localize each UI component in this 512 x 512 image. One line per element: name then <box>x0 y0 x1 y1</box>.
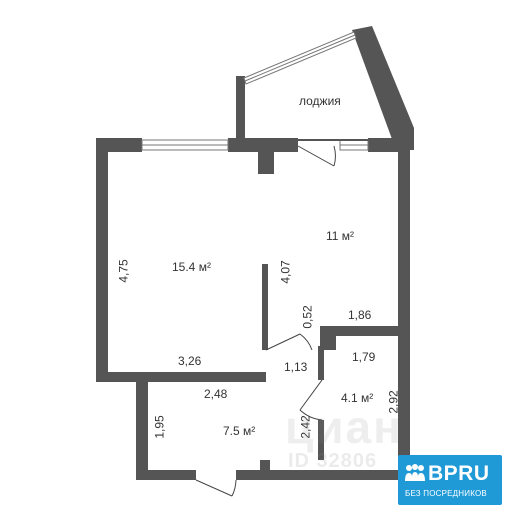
bathroom-area-label: 4.1 м² <box>341 391 374 405</box>
wall-bottom-right <box>236 470 410 480</box>
kitchen-area-label: 11 м² <box>326 229 355 243</box>
wall-pillar <box>258 152 274 174</box>
wall-partition <box>262 264 268 350</box>
wall-bath-left-lower <box>318 420 324 460</box>
dim-kitchen-bottom: 1,86 <box>348 308 372 322</box>
hall-area-label: 7.5 м² <box>223 424 256 438</box>
wall-top-middle <box>228 138 298 152</box>
dim-main-room-height: 4,75 <box>116 259 131 283</box>
wall-right <box>398 138 410 478</box>
watermark-text: циан <box>285 401 403 453</box>
people-group-icon <box>405 464 425 481</box>
wall-loggia-left <box>236 76 245 146</box>
wall-left <box>96 138 108 380</box>
door-room-leaf <box>265 333 301 351</box>
door-entrance-leaf <box>195 479 233 497</box>
wall-main-bottom <box>96 372 266 382</box>
dim-hall-top: 2,48 <box>204 387 228 401</box>
walls <box>96 26 414 480</box>
wall-loggia-diagonal <box>352 26 414 150</box>
wall-top-right <box>368 138 410 152</box>
door-loggia-arc <box>333 145 336 167</box>
window-loggia-pane <box>244 34 356 82</box>
windows <box>141 31 369 151</box>
wall-bottom-stub <box>260 460 270 474</box>
bpru-logo: BPRU БЕЗ ПОСРЕДНИКОВ <box>398 455 502 505</box>
wall-bottom-left <box>136 470 196 480</box>
door-loggia-leaf <box>297 145 335 167</box>
dim-bath-top: 1,79 <box>352 350 376 364</box>
door-bath-arc <box>299 409 323 421</box>
main-room-area-label: 15.4 м² <box>172 260 211 274</box>
dim-small-wall: 0,52 <box>300 305 315 329</box>
dim-door-width: 1,13 <box>284 360 308 374</box>
logo-brand: BPRU <box>428 462 490 485</box>
wall-bath-corner <box>320 326 336 350</box>
loggia-label: лоджия <box>299 94 341 108</box>
doors <box>195 145 336 497</box>
door-room-arc <box>299 333 313 351</box>
door-entrance-arc <box>231 479 237 497</box>
wall-hall-left <box>136 372 148 478</box>
watermark-id: ID 32806 <box>288 450 378 472</box>
dim-partition-length: 4,07 <box>278 260 293 284</box>
dim-hall-left: 1,95 <box>152 415 167 439</box>
wall-kitchen-bath <box>320 326 404 336</box>
wall-bath-left-upper <box>318 346 324 380</box>
door-bath-leaf <box>299 379 323 411</box>
logo-tagline: БЕЗ ПОСРЕДНИКОВ <box>405 489 487 498</box>
dim-main-room-width: 3,26 <box>178 354 202 368</box>
